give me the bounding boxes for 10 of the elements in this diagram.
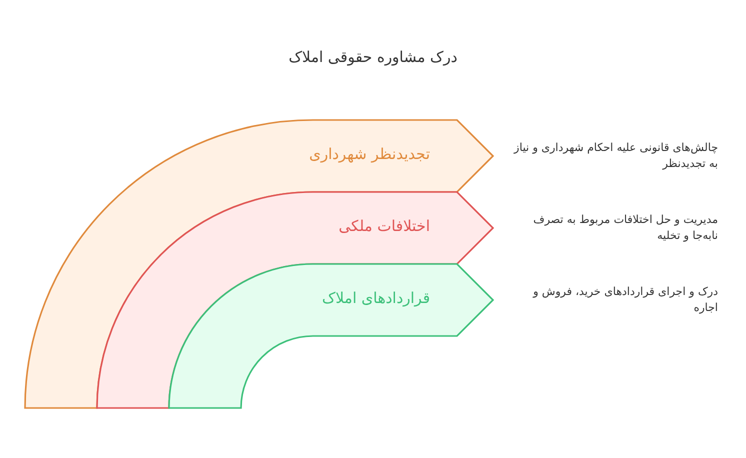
- arc-band: [169, 264, 496, 410]
- band-label: اختلافات ملکی: [338, 217, 430, 235]
- description-text: درک و اجرای قراردادهای خرید، فروش و اجاره: [532, 284, 718, 316]
- band-label: قراردادهای املاک: [322, 289, 430, 307]
- band-label: تجدیدنظر شهرداری: [309, 145, 430, 163]
- description-text: مدیریت و حل اختلافات مربوط به تصرف نابه‌جا و تخلیه: [532, 212, 718, 244]
- arc-band: [25, 120, 496, 410]
- description-text: چالش‌های قانونی علیه احکام شهرداری و نیاز به تجدیدنظر: [512, 140, 718, 172]
- diagram-title: درک مشاوره حقوقی املاک: [288, 48, 458, 66]
- arc-band: [97, 192, 496, 410]
